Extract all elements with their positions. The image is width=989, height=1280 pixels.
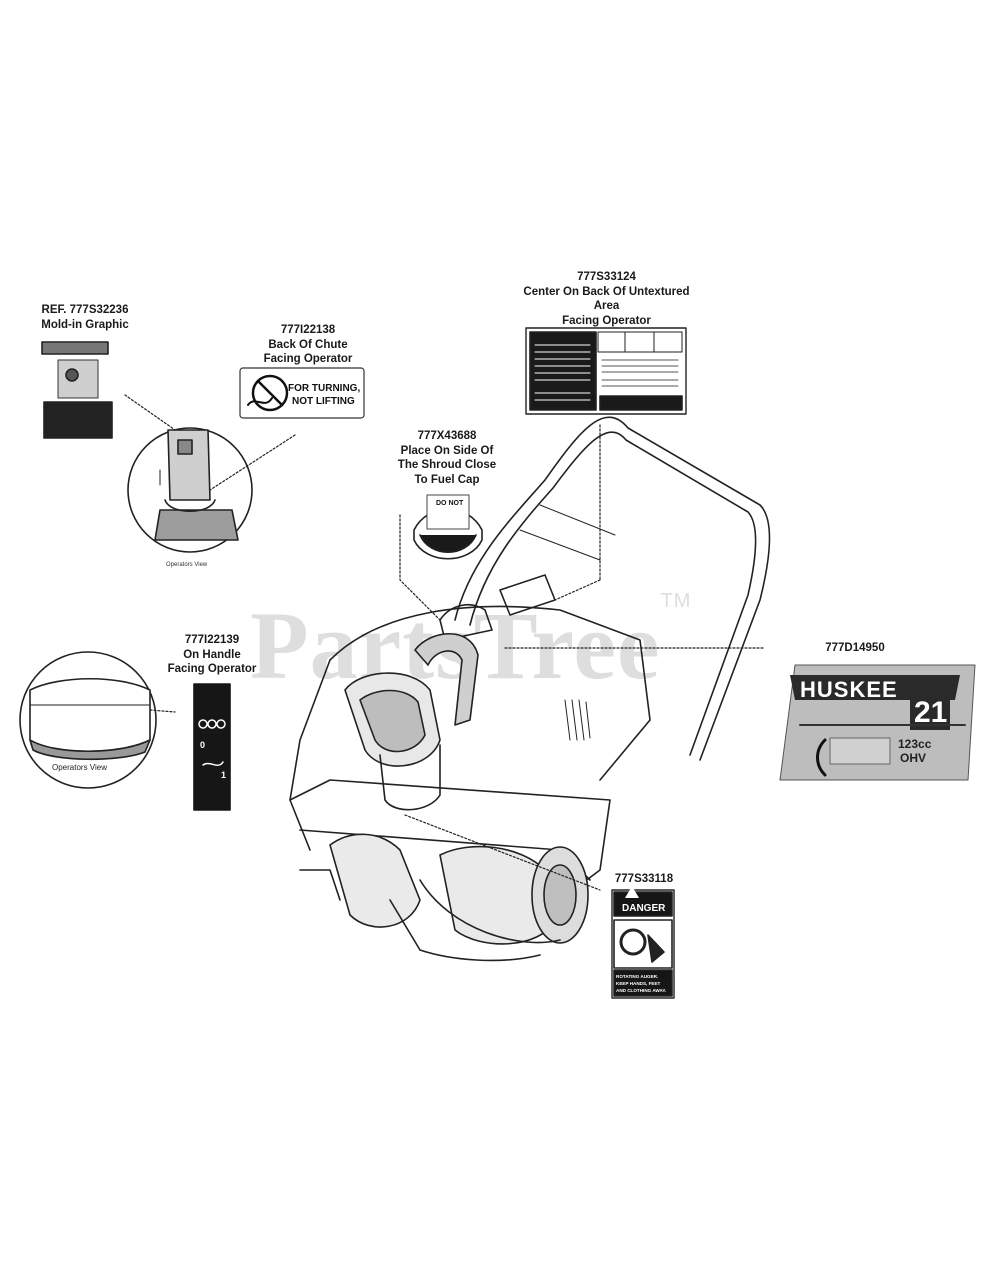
- callout-handle-desc-1: On Handle: [183, 648, 241, 661]
- callout-center-back-part: 777S33124: [577, 271, 636, 283]
- callout-danger: 777S33118: [594, 872, 694, 887]
- chute-decal: [239, 367, 365, 419]
- callout-fuel-cap-desc-2: The Shroud Close: [397, 459, 497, 471]
- huskee-brand: HUSKEE: [800, 677, 898, 702]
- operators-view-small-label: Operators View: [166, 562, 208, 568]
- huskee-decal: [779, 664, 976, 781]
- callout-chute: 777I22138 Back Of Chute Facing Operator: [238, 323, 378, 367]
- callout-fuel-cap: 777X43688 Place On Side Of The Shroud Cl…: [380, 429, 514, 487]
- callout-chute-desc-2: Facing Operator: [263, 353, 353, 365]
- callout-center-back-desc-2: Area: [593, 300, 620, 312]
- huskee-engine-ohv: OHV: [900, 751, 926, 765]
- handle-detail-view: [19, 651, 157, 789]
- danger-text-1: ROTATING AUGER.: [616, 974, 658, 979]
- chute-text-1: FOR TURNING,: [288, 383, 360, 394]
- callout-danger-part: 777S33118: [614, 873, 674, 885]
- callout-handle-desc-2: Facing Operator: [167, 663, 257, 675]
- callout-center-back-desc-1: Center On Back Of Untextured: [523, 285, 690, 298]
- callout-fuel-cap-part: 777X43688: [417, 430, 477, 442]
- chute-text-2: NOT LIFTING: [292, 396, 355, 407]
- operators-view-large-label: Operators View: [52, 763, 107, 772]
- callout-center-back-desc-3: Facing Operator: [562, 314, 651, 327]
- huskee-model: 21: [914, 696, 947, 729]
- callout-chute-part: 777I22138: [280, 324, 336, 336]
- danger-decal: [611, 886, 675, 999]
- callout-fuel-cap-desc-1: Place On Side Of: [400, 444, 494, 457]
- callout-handle-part: 777I22139: [184, 634, 240, 646]
- leader-lines: [124, 394, 766, 891]
- callout-ref-mold-desc: Mold-in Graphic: [41, 318, 129, 331]
- callout-ref-mold: REF. 777S32236 Mold-in Graphic: [20, 303, 150, 332]
- callout-ref-mold-part: REF. 777S32236: [41, 304, 129, 316]
- handle-mark-1: 1: [221, 770, 226, 780]
- mold-in-decal: [41, 341, 113, 439]
- callout-fuel-cap-desc-3: To Fuel Cap: [414, 473, 480, 486]
- back-decal: [525, 327, 687, 415]
- callout-center-back: 777S33124 Center On Back Of Untextured A…: [500, 270, 713, 328]
- handle-decal: [193, 683, 231, 811]
- danger-title: DANGER: [622, 903, 666, 914]
- callout-chute-desc-1: Back Of Chute: [268, 338, 348, 351]
- handle-mark-0: 0: [200, 740, 205, 750]
- callout-shroud-logo-part: 777D14950: [825, 642, 885, 654]
- fuel-cap-text: DO NOT: [436, 500, 464, 507]
- watermark-tm: TM: [660, 590, 692, 612]
- callout-shroud-logo: 777D14950: [800, 641, 910, 656]
- fuel-cap-decal: [413, 494, 483, 560]
- chute-detail-view: [127, 427, 253, 553]
- danger-text-3: AND CLOTHING AWAY.: [616, 988, 666, 993]
- snow-thrower-drawing: [289, 416, 771, 962]
- huskee-engine-cc: 123cc: [898, 737, 932, 751]
- danger-text-2: KEEP HANDS, FEET: [616, 981, 661, 986]
- callout-handle: 777I22139 On Handle Facing Operator: [152, 633, 272, 677]
